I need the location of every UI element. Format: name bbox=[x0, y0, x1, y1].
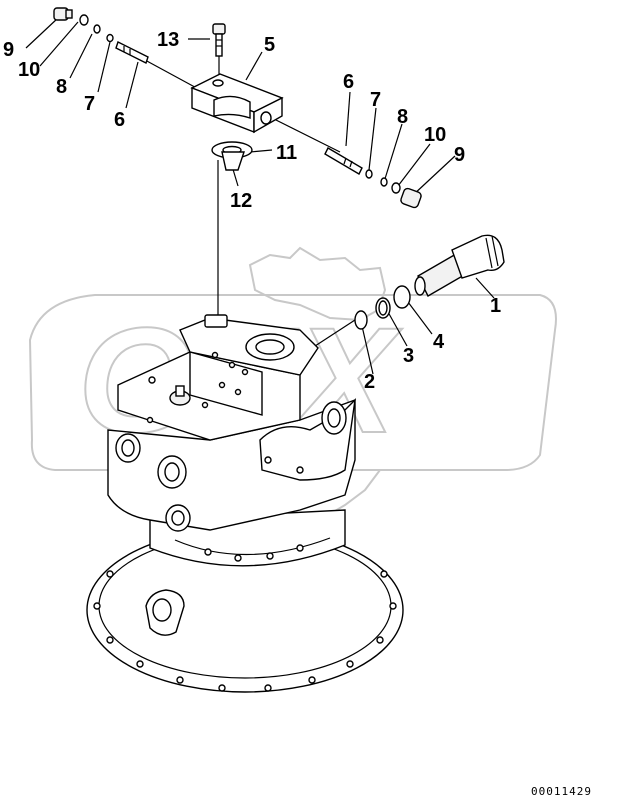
callout-13: 13 bbox=[157, 29, 179, 51]
callout-12: 12 bbox=[230, 190, 252, 212]
swing-motor-body bbox=[86, 314, 404, 693]
ring-7-left bbox=[106, 33, 114, 43]
callout-labels: 9 10 8 7 6 13 5 6 7 8 10 9 11 12 1 4 3 2 bbox=[3, 29, 501, 393]
callout-7-left: 7 bbox=[84, 93, 95, 115]
valve-block-5 bbox=[190, 73, 284, 134]
callout-5: 5 bbox=[264, 34, 275, 56]
ring-7-right bbox=[365, 169, 373, 179]
ring-4 bbox=[393, 285, 411, 309]
ring-8-right bbox=[380, 177, 388, 187]
poppet-6-right bbox=[324, 147, 363, 175]
callout-9-right: 9 bbox=[454, 144, 465, 166]
bolt-13 bbox=[212, 23, 226, 57]
ring-8-left bbox=[93, 24, 101, 34]
oring-10-left bbox=[79, 14, 89, 26]
oring-2 bbox=[354, 310, 368, 330]
housing-bolts bbox=[204, 544, 304, 562]
callout-7-right: 7 bbox=[370, 89, 381, 111]
drain-port bbox=[145, 589, 185, 636]
callout-9-left: 9 bbox=[3, 39, 14, 61]
callout-10-left: 10 bbox=[18, 59, 40, 81]
relief-valve-1 bbox=[414, 234, 505, 297]
right-plug-assembly bbox=[324, 147, 422, 209]
callout-10-right: 10 bbox=[424, 124, 446, 146]
callout-6-left: 6 bbox=[114, 109, 125, 131]
callout-8-left: 8 bbox=[56, 76, 67, 98]
document-number: 00011429 bbox=[531, 785, 592, 798]
callout-3: 3 bbox=[403, 345, 414, 367]
center-bolt bbox=[169, 385, 191, 406]
callout-8-right: 8 bbox=[397, 106, 408, 128]
side-ports bbox=[115, 401, 347, 532]
plate-12 bbox=[221, 151, 245, 171]
plug-9-left bbox=[53, 7, 73, 21]
plug-9-right bbox=[400, 187, 422, 209]
callout-2: 2 bbox=[364, 371, 375, 393]
callout-1: 1 bbox=[490, 295, 501, 317]
left-plug-assembly bbox=[53, 7, 149, 64]
top-port bbox=[245, 333, 295, 361]
callout-4: 4 bbox=[433, 331, 445, 353]
poppet-6-left bbox=[115, 41, 149, 64]
callout-6-right: 6 bbox=[343, 71, 354, 93]
ring-3 bbox=[375, 297, 391, 319]
oring-10-right bbox=[391, 182, 401, 194]
flange-bolt-holes bbox=[93, 570, 397, 692]
valve-block-assembly bbox=[190, 23, 284, 171]
block-holes bbox=[146, 351, 304, 474]
relief-valve-assembly bbox=[354, 234, 505, 330]
callout-11: 11 bbox=[276, 142, 297, 164]
